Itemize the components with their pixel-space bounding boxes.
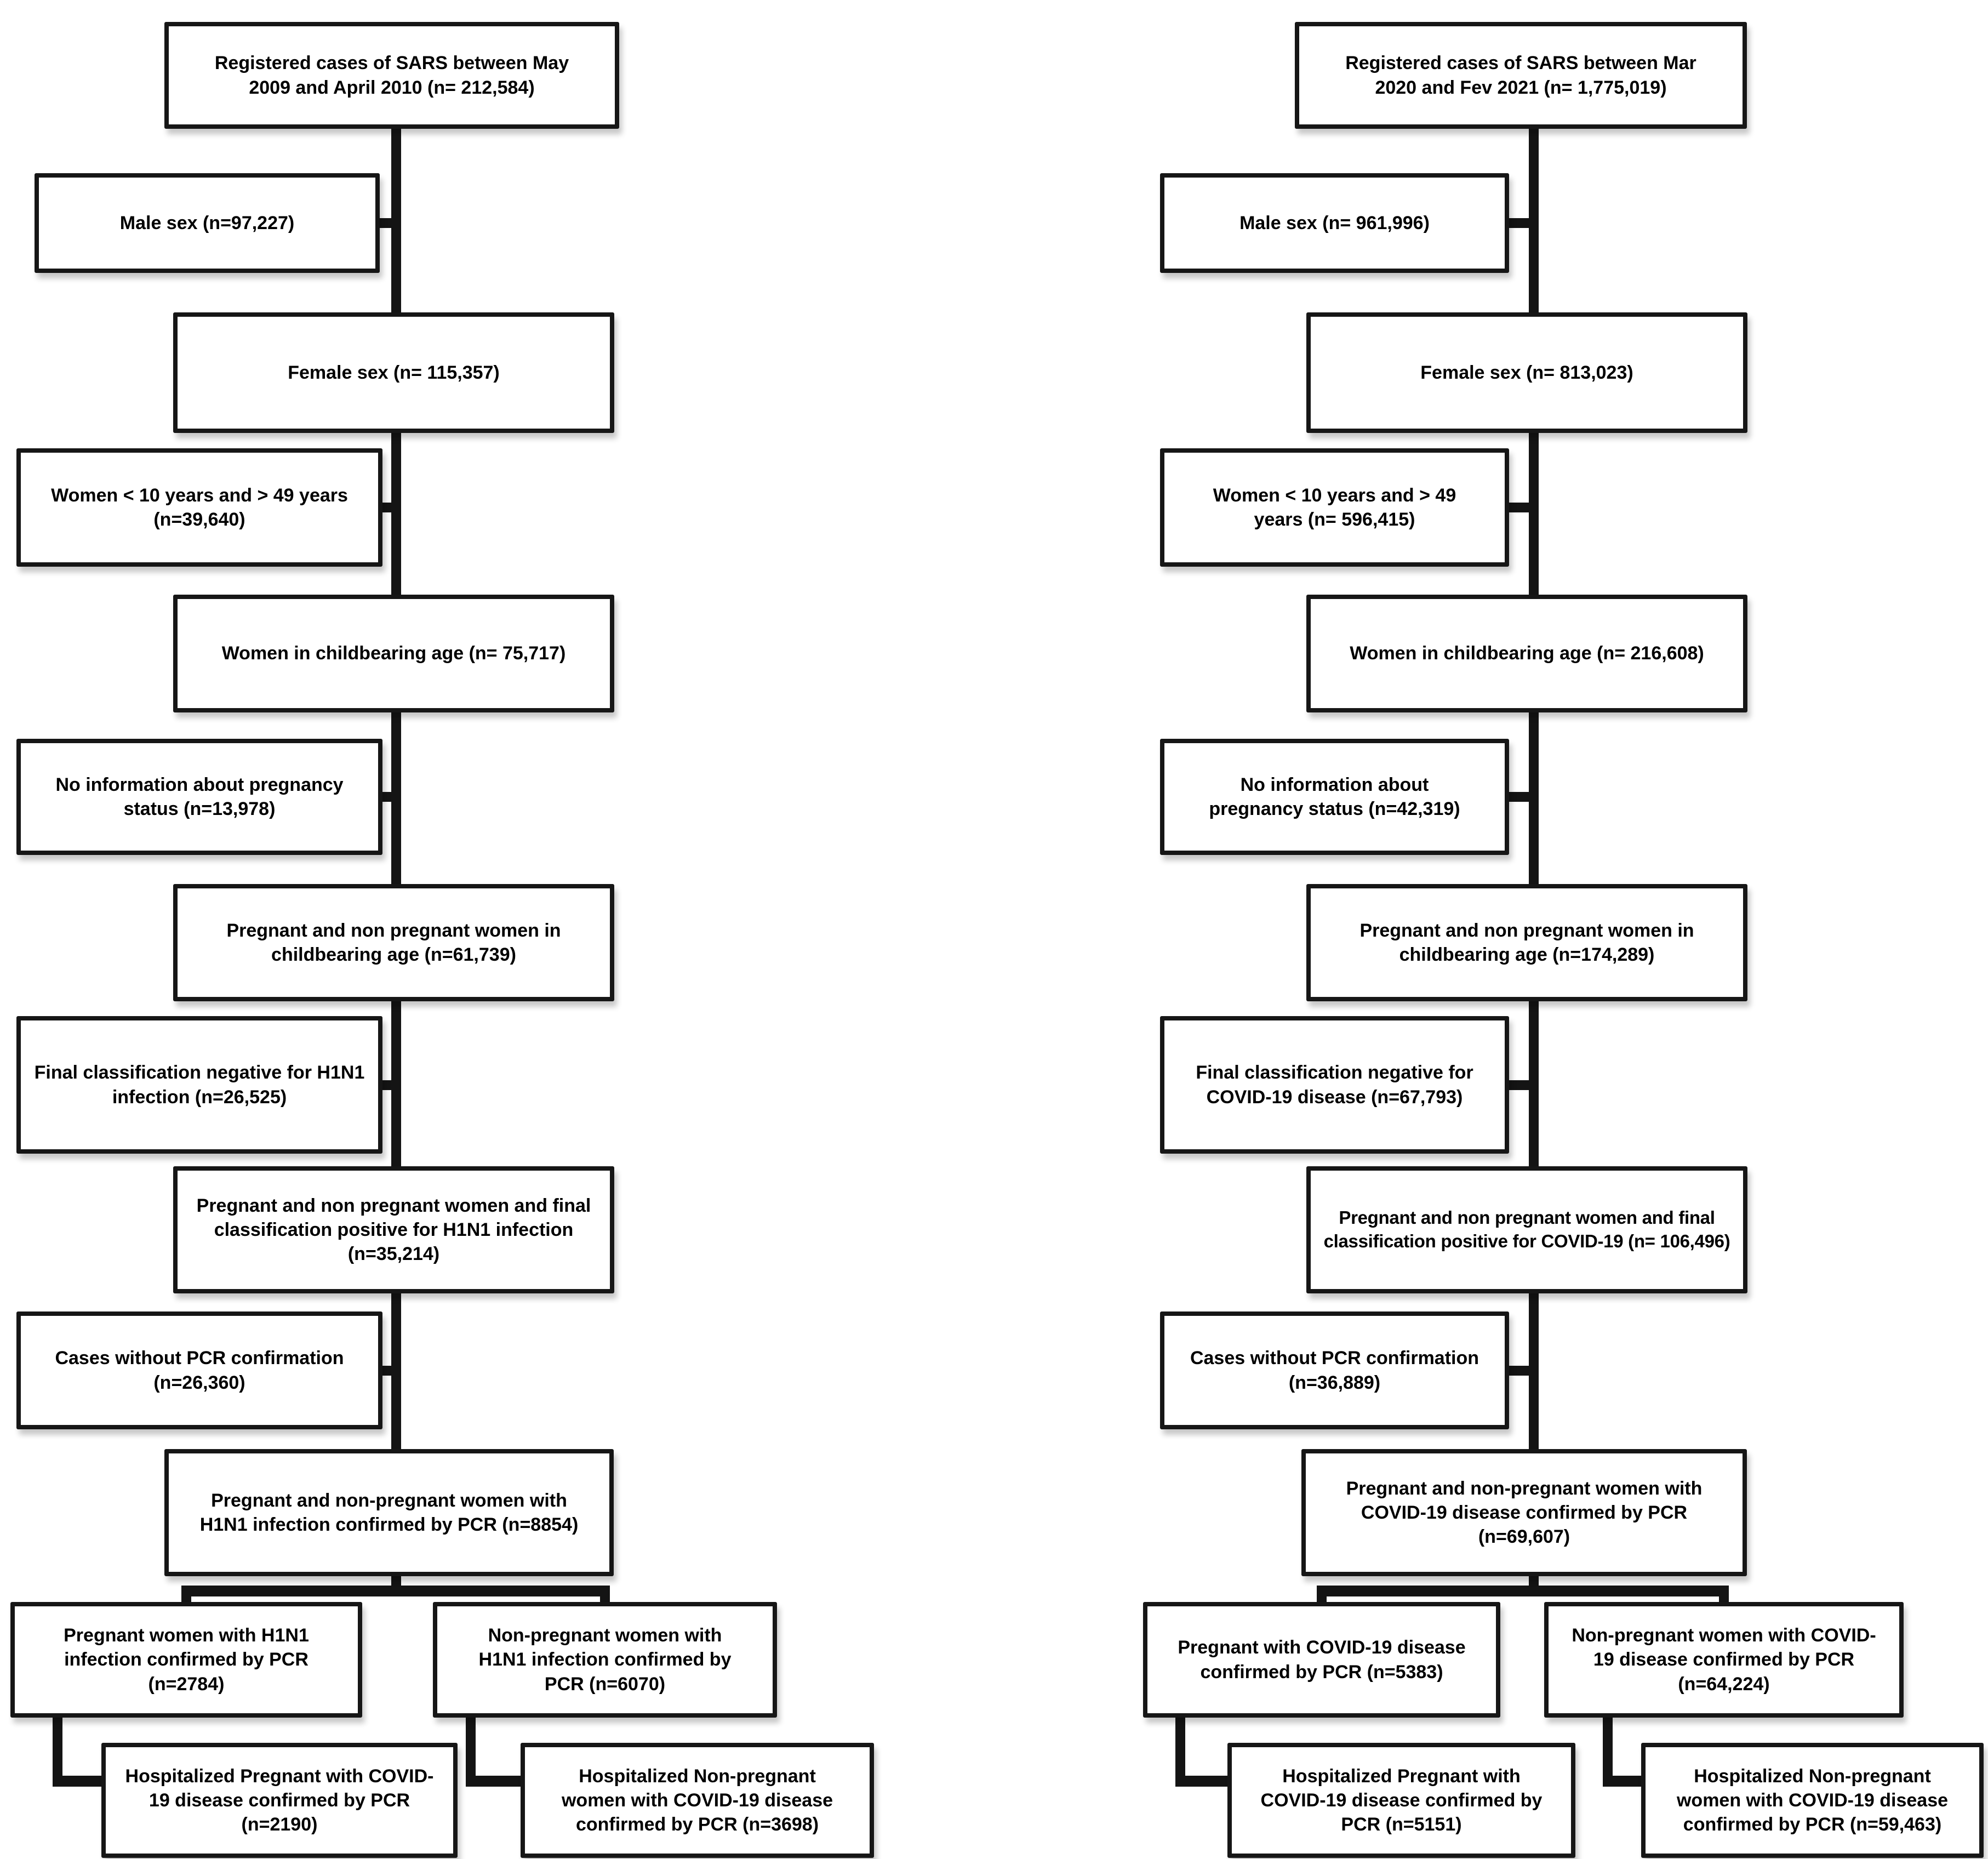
box-right-registered-cases-text: Registered cases of SARS between Mar 202… xyxy=(1345,53,1696,98)
connector-right-elbow-pregnant-vertical xyxy=(1175,1715,1185,1787)
connector-right-main-line xyxy=(1529,126,1539,1452)
connector-left-elbow-nonpregnant-vertical xyxy=(466,1715,476,1787)
box-left-no-pcr-confirmation-text: Cases without PCR confirmation (n=26,360… xyxy=(55,1348,344,1393)
box-right-male-sex-text: Male sex (n= 961,996) xyxy=(1239,212,1430,233)
box-right-pcr-confirmed-text: Pregnant and non-pregnant women with COV… xyxy=(1346,1478,1703,1548)
box-right-pcr-confirmed: Pregnant and non-pregnant women with COV… xyxy=(1301,1449,1747,1576)
box-right-no-pcr-confirmation: Cases without PCR confirmation (n=36,889… xyxy=(1160,1311,1509,1429)
box-left-hospitalized-nonpregnant: Hospitalized Non-pregnant women with COV… xyxy=(521,1743,874,1858)
box-left-nonpregnant-pcr: Non-pregnant women with H1N1 infection c… xyxy=(433,1602,777,1718)
box-right-hospitalized-pregnant: Hospitalized Pregnant with COVID-19 dise… xyxy=(1227,1743,1575,1858)
box-left-nonpregnant-pcr-text: Non-pregnant women with H1N1 infection c… xyxy=(478,1625,732,1695)
box-right-pregnant-pcr: Pregnant with COVID-19 disease confirmed… xyxy=(1143,1602,1500,1718)
box-left-age-exclusion-text: Women < 10 years and > 49 years (n=39,64… xyxy=(51,484,348,530)
box-left-pregnant-pcr-text: Pregnant women with H1N1 infection confi… xyxy=(64,1625,309,1695)
connector-right-split-bar xyxy=(1317,1586,1729,1596)
box-left-hospitalized-nonpregnant-text: Hospitalized Non-pregnant women with COV… xyxy=(561,1765,833,1835)
box-left-childbearing-age-text: Women in childbearing age (n= 75,717) xyxy=(221,643,566,664)
connector-right-elbow-pregnant-horizontal xyxy=(1175,1776,1233,1787)
box-left-hospitalized-pregnant: Hospitalized Pregnant with COVID-19 dise… xyxy=(101,1743,458,1858)
box-right-male-sex: Male sex (n= 961,996) xyxy=(1160,173,1509,273)
box-left-pregnant-pcr: Pregnant women with H1N1 infection confi… xyxy=(10,1602,362,1718)
box-left-pcr-confirmed-text: Pregnant and non-pregnant women with H1N… xyxy=(199,1490,579,1535)
box-left-no-pregnancy-info: No information about pregnancy status (n… xyxy=(16,739,382,855)
box-right-final-positive: Pregnant and non pregnant women and fina… xyxy=(1306,1166,1747,1293)
box-right-no-pregnancy-info-text: No information about pregnancy status (n… xyxy=(1209,774,1460,819)
box-left-male-sex: Male sex (n=97,227) xyxy=(35,173,380,273)
connector-right-elbow-nonpregnant-vertical xyxy=(1603,1715,1613,1787)
box-left-hospitalized-pregnant-text: Hospitalized Pregnant with COVID-19 dise… xyxy=(125,1765,434,1835)
box-right-childbearing-age: Women in childbearing age (n= 216,608) xyxy=(1306,595,1747,712)
connector-right-age-stub xyxy=(1506,503,1531,512)
connector-left-elbow-nonpregnant-horizontal xyxy=(466,1776,524,1787)
connector-left-split-stem xyxy=(391,1573,401,1589)
box-right-age-exclusion: Women < 10 years and > 49 years (n= 596,… xyxy=(1160,448,1509,567)
box-right-childbearing-age-text: Women in childbearing age (n= 216,608) xyxy=(1350,643,1704,664)
box-right-female-sex-text: Female sex (n= 813,023) xyxy=(1420,362,1633,383)
connector-right-split-stem xyxy=(1529,1573,1539,1589)
box-left-female-sex-text: Female sex (n= 115,357) xyxy=(288,362,500,383)
connector-left-elbow-pregnant-horizontal xyxy=(53,1776,105,1787)
box-right-final-negative-text: Final classification negative for COVID-… xyxy=(1196,1062,1473,1108)
connector-right-elbow-nonpregnant-horizontal xyxy=(1603,1776,1644,1787)
box-left-male-sex-text: Male sex (n=97,227) xyxy=(119,212,295,233)
connector-left-split-bar xyxy=(181,1586,610,1596)
box-right-nonpregnant-pcr-text: Non-pregnant women with COVID-19 disease… xyxy=(1572,1625,1876,1695)
connector-right-negative-stub xyxy=(1506,1080,1531,1090)
box-left-pregnant-nonpregnant-childbearing-text: Pregnant and non pregnant women in child… xyxy=(226,920,561,965)
box-right-final-negative: Final classification negative for COVID-… xyxy=(1160,1016,1509,1154)
box-left-no-pregnancy-info-text: No information about pregnancy status (n… xyxy=(55,774,344,819)
connector-left-elbow-pregnant-vertical xyxy=(53,1715,62,1787)
box-left-age-exclusion: Women < 10 years and > 49 years (n=39,64… xyxy=(16,448,382,567)
box-right-pregnant-nonpregnant-childbearing: Pregnant and non pregnant women in child… xyxy=(1306,884,1747,1001)
box-right-final-positive-text: Pregnant and non pregnant women and fina… xyxy=(1323,1207,1730,1251)
connector-right-nopcr-stub xyxy=(1506,1366,1531,1376)
box-right-pregnant-pcr-text: Pregnant with COVID-19 disease confirmed… xyxy=(1178,1637,1466,1683)
box-left-final-negative: Final classification negative for H1N1 i… xyxy=(16,1016,382,1154)
box-left-pcr-confirmed: Pregnant and non-pregnant women with H1N… xyxy=(164,1449,614,1576)
box-right-registered-cases: Registered cases of SARS between Mar 202… xyxy=(1295,22,1747,129)
box-left-female-sex: Female sex (n= 115,357) xyxy=(173,312,614,433)
box-left-registered-cases-text: Registered cases of SARS between May 200… xyxy=(214,53,569,98)
connector-right-male-stub xyxy=(1506,218,1531,228)
box-right-hospitalized-nonpregnant-text: Hospitalized Non-pregnant women with COV… xyxy=(1676,1765,1949,1835)
box-left-registered-cases: Registered cases of SARS between May 200… xyxy=(164,22,619,129)
box-right-female-sex: Female sex (n= 813,023) xyxy=(1306,312,1747,433)
connector-left-male-stub xyxy=(376,218,393,228)
box-right-no-pcr-confirmation-text: Cases without PCR confirmation (n=36,889… xyxy=(1190,1348,1479,1393)
box-left-childbearing-age: Women in childbearing age (n= 75,717) xyxy=(173,595,614,712)
box-left-pregnant-nonpregnant-childbearing: Pregnant and non pregnant women in child… xyxy=(173,884,614,1001)
box-left-final-positive: Pregnant and non pregnant women and fina… xyxy=(173,1166,614,1293)
box-left-final-negative-text: Final classification negative for H1N1 i… xyxy=(34,1062,365,1108)
connector-left-main-line xyxy=(391,126,401,1452)
box-left-final-positive-text: Pregnant and non pregnant women and fina… xyxy=(196,1195,591,1265)
box-right-nonpregnant-pcr: Non-pregnant women with COVID-19 disease… xyxy=(1544,1602,1904,1718)
box-left-no-pcr-confirmation: Cases without PCR confirmation (n=26,360… xyxy=(16,1311,382,1429)
box-right-hospitalized-pregnant-text: Hospitalized Pregnant with COVID-19 dise… xyxy=(1260,1765,1543,1835)
box-right-hospitalized-nonpregnant: Hospitalized Non-pregnant women with COV… xyxy=(1641,1743,1984,1858)
box-right-pregnant-nonpregnant-childbearing-text: Pregnant and non pregnant women in child… xyxy=(1359,920,1694,965)
box-right-age-exclusion-text: Women < 10 years and > 49 years (n= 596,… xyxy=(1213,484,1456,530)
box-right-no-pregnancy-info: No information about pregnancy status (n… xyxy=(1160,739,1509,855)
connector-right-noinfo-stub xyxy=(1506,792,1531,802)
